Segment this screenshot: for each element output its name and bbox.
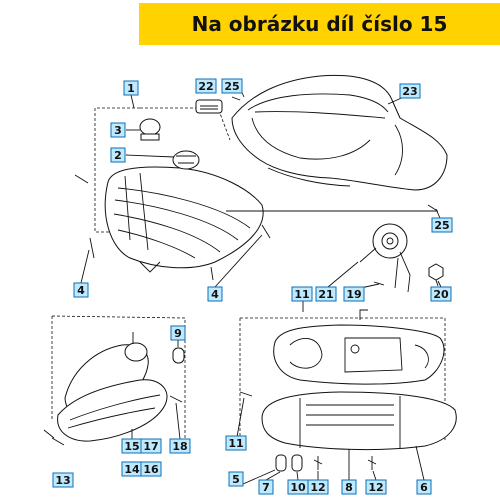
small-bulb (172, 347, 185, 364)
callout-4-left: 4 (73, 282, 89, 298)
callout-11-top: 11 (291, 286, 313, 302)
bulb-socket (172, 150, 200, 170)
svg-text:12: 12 (310, 481, 325, 494)
taillight-group (239, 309, 457, 472)
svg-text:15: 15 (124, 440, 139, 453)
svg-text:25: 25 (434, 219, 449, 232)
title-banner: Na obrázku díl číslo 15 (139, 3, 500, 45)
front-fairing-group (195, 74, 448, 212)
callout-17: 17 (140, 438, 162, 454)
svg-text:1: 1 (127, 82, 135, 95)
callout-8: 8 (341, 479, 357, 495)
svg-text:10: 10 (290, 481, 306, 494)
horn-group (359, 223, 444, 293)
headlight-group (74, 107, 271, 281)
svg-text:22: 22 (198, 80, 213, 93)
svg-text:8: 8 (345, 481, 353, 494)
callout-25-right: 25 (431, 217, 453, 233)
svg-text:11: 11 (228, 437, 243, 450)
callout-19: 19 (343, 286, 365, 302)
svg-text:6: 6 (420, 481, 428, 494)
callout-11-bottom: 11 (225, 435, 247, 451)
callout-21: 21 (315, 286, 337, 302)
callout-6: 6 (416, 479, 432, 495)
callout-22: 22 (195, 78, 217, 94)
taillight-lens (261, 391, 457, 451)
tail-bulb-b (291, 454, 303, 472)
svg-text:19: 19 (346, 288, 361, 301)
nut (428, 263, 444, 281)
svg-text:11: 11 (294, 288, 309, 301)
svg-text:4: 4 (211, 288, 219, 301)
svg-text:9: 9 (174, 327, 182, 340)
headlight-housing (104, 166, 264, 269)
callout-2: 2 (110, 147, 126, 163)
callout-1: 1 (123, 80, 139, 96)
callout-18: 18 (169, 438, 191, 454)
turn-signal-group (43, 315, 186, 445)
callout-3: 3 (110, 122, 126, 138)
taillight-housing (273, 324, 445, 385)
svg-text:12: 12 (368, 481, 383, 494)
callout-9: 9 (170, 325, 186, 341)
callout-25-top: 25 (221, 78, 243, 94)
svg-text:3: 3 (114, 124, 122, 137)
svg-text:4: 4 (77, 284, 85, 297)
svg-text:5: 5 (232, 473, 240, 486)
svg-text:16: 16 (143, 463, 159, 476)
turn-signal-socket (124, 342, 148, 362)
svg-text:2: 2 (114, 149, 122, 162)
callout-20: 20 (430, 286, 452, 302)
headlight-bulb (139, 118, 161, 136)
fairing-grille (195, 99, 223, 114)
callout-10: 10 (287, 479, 309, 495)
callout-14: 14 (121, 461, 143, 477)
svg-text:17: 17 (143, 440, 158, 453)
svg-text:20: 20 (433, 288, 449, 301)
callout-16: 16 (140, 461, 162, 477)
callout-5: 5 (228, 471, 244, 487)
callout-12-right: 12 (365, 479, 387, 495)
callout-15-left: 15 (121, 438, 143, 454)
callout-7: 7 (258, 479, 274, 495)
svg-text:14: 14 (124, 463, 140, 476)
front-fairing (231, 74, 448, 191)
svg-text:7: 7 (262, 481, 270, 494)
svg-text:21: 21 (318, 288, 333, 301)
tail-bulb-a (275, 454, 287, 472)
bulb-base (140, 133, 160, 141)
svg-text:18: 18 (172, 440, 187, 453)
banner-title: Na obrázku díl číslo 15 (191, 12, 448, 36)
svg-text:23: 23 (402, 85, 417, 98)
callout-13: 13 (52, 472, 74, 488)
callout-23: 23 (399, 83, 421, 99)
turn-signal-lens (57, 379, 168, 442)
callout-12-left: 12 (307, 479, 329, 495)
svg-text:13: 13 (55, 474, 70, 487)
svg-text:25: 25 (224, 80, 239, 93)
callout-4-right: 4 (207, 286, 223, 302)
